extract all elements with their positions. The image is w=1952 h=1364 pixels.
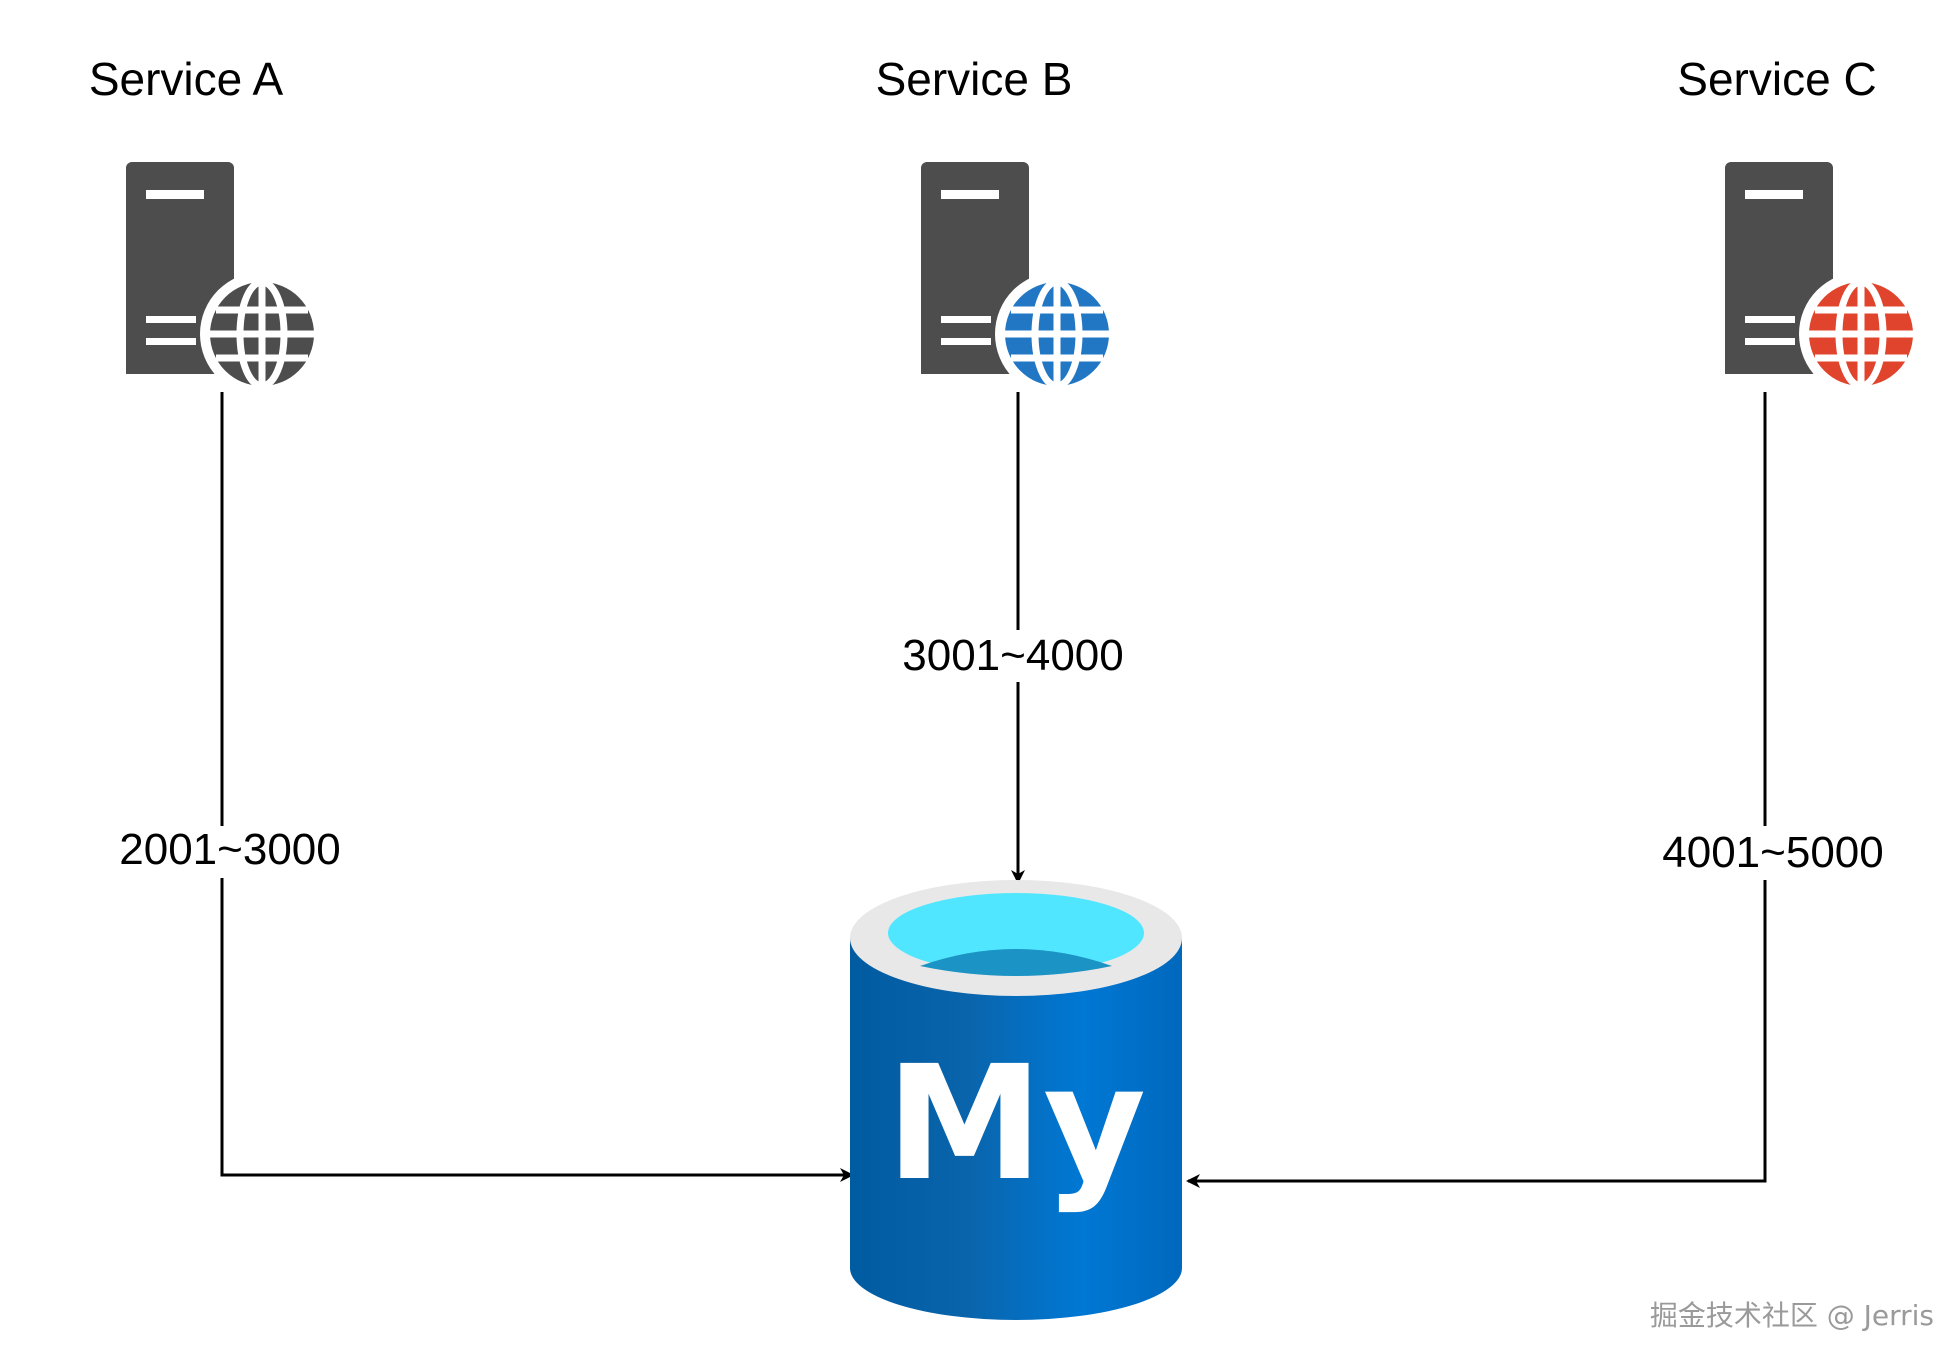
- service-b-globe-icon: [995, 272, 1119, 396]
- service-a-globe-icon: [200, 272, 324, 396]
- connector-service-a-to-db: [220, 392, 854, 1182]
- service-c-server-icon: [1725, 162, 1923, 396]
- service-c-range-label: 4001~5000: [1662, 828, 1883, 877]
- service-b-range-label: 3001~4000: [902, 631, 1123, 680]
- watermark: 掘金技术社区 @ Jerris: [1649, 1299, 1934, 1332]
- service-b-title: Service B: [876, 53, 1073, 105]
- service-b-server-icon: [921, 162, 1119, 396]
- mysql-database-icon: My: [850, 880, 1182, 1320]
- database-label: My: [886, 1032, 1146, 1216]
- service-a-title: Service A: [89, 53, 284, 105]
- service-c-globe-icon: [1799, 272, 1923, 396]
- service-a-range-label: 2001~3000: [119, 825, 340, 874]
- connector-service-c-to-db: [1186, 392, 1767, 1188]
- service-c-title: Service C: [1677, 53, 1876, 105]
- service-a-server-icon: [126, 162, 324, 396]
